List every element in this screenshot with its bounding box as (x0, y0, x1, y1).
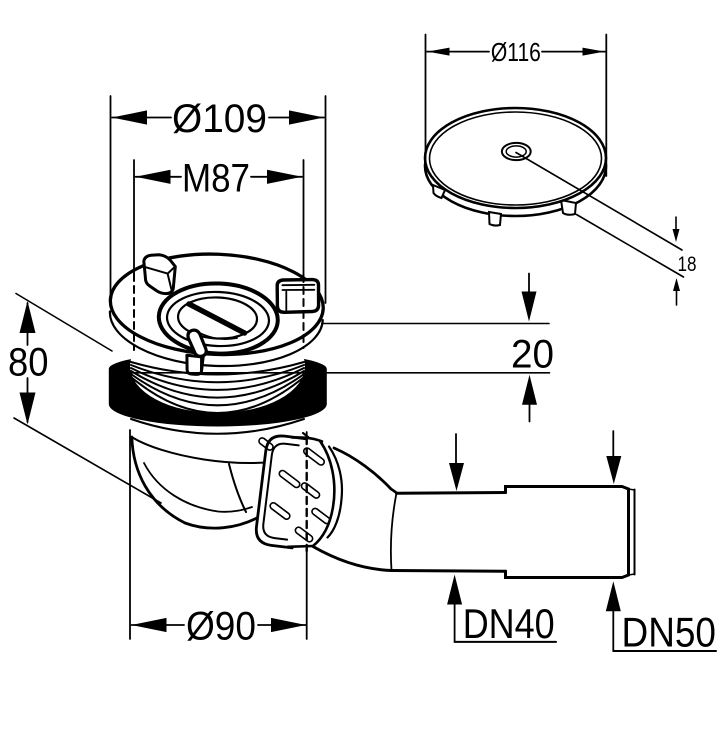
svg-text:Ø116: Ø116 (491, 37, 541, 67)
svg-text:Ø90: Ø90 (186, 605, 256, 649)
svg-text:M87: M87 (182, 157, 250, 201)
svg-text:20: 20 (511, 333, 554, 377)
svg-text:80: 80 (8, 341, 49, 385)
svg-text:DN50: DN50 (622, 609, 717, 656)
svg-text:Ø109: Ø109 (172, 97, 267, 141)
svg-text:DN40: DN40 (463, 600, 555, 647)
svg-text:18: 18 (678, 252, 697, 276)
